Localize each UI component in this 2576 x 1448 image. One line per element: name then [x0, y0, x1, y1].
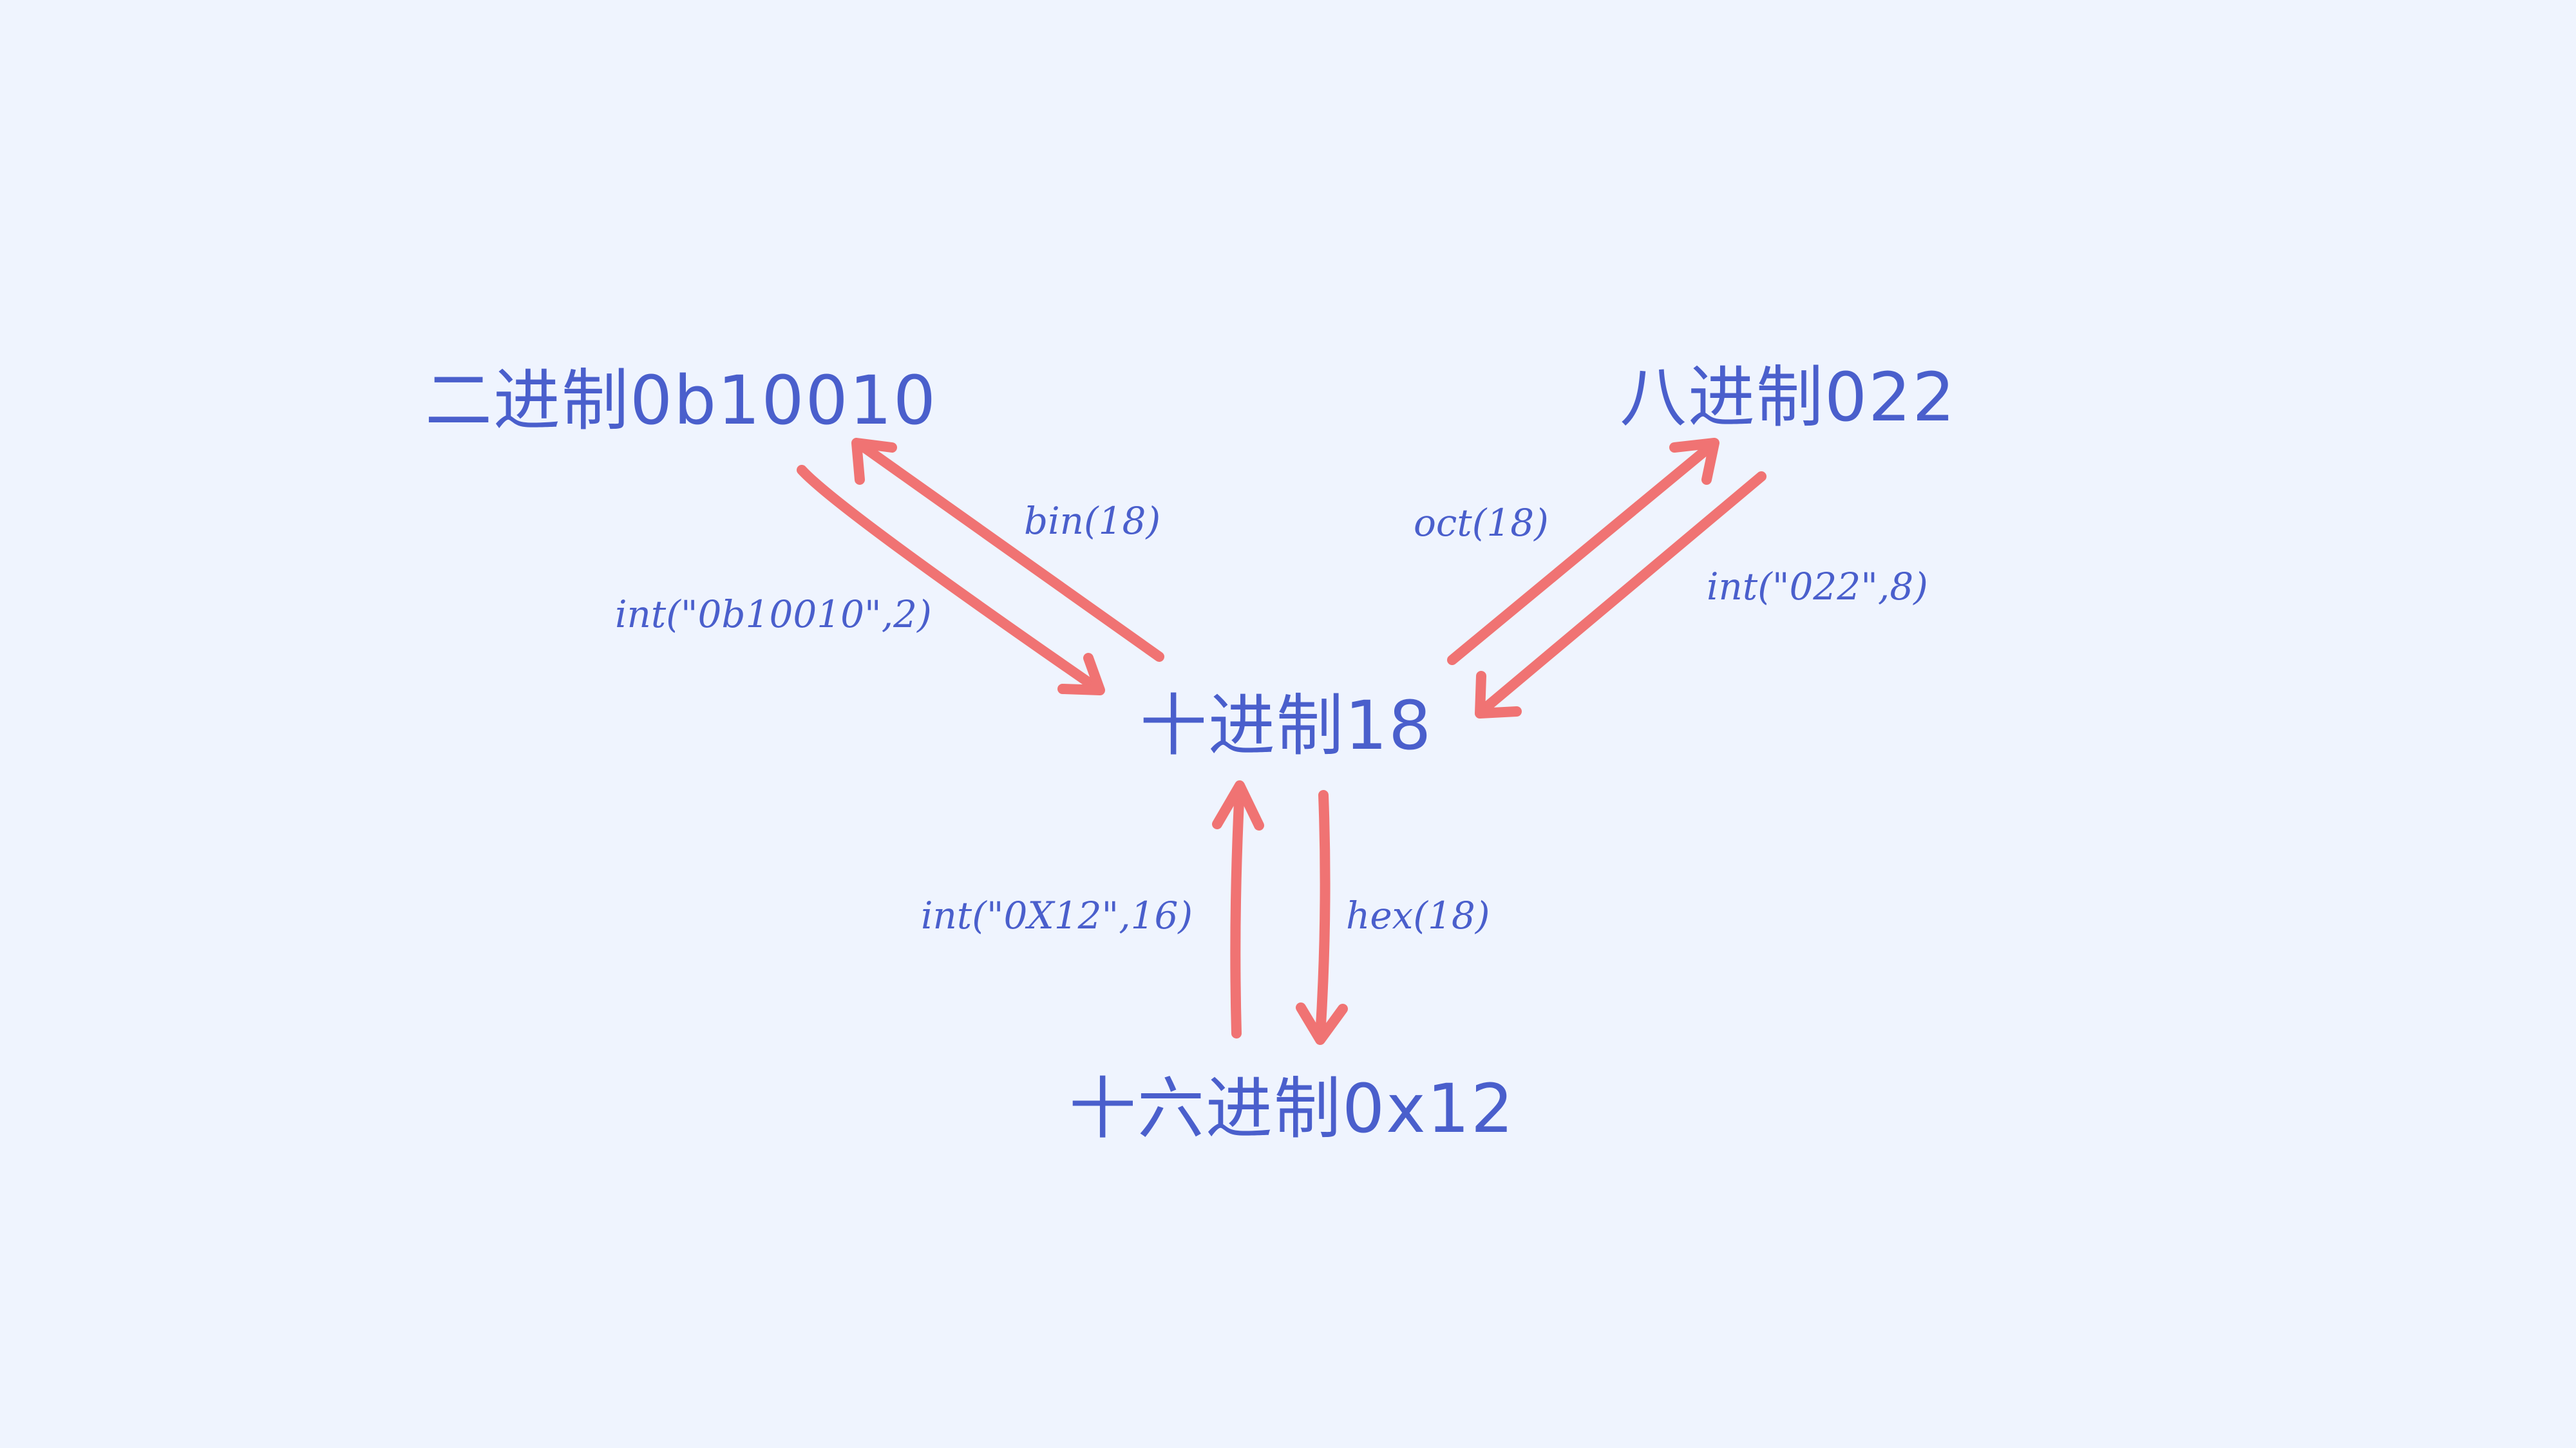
node-octal: 八进制022 — [1620, 358, 1956, 437]
label-binary-to-decimal: int("0b10010",2) — [615, 592, 932, 636]
label-decimal-to-hex: hex(18) — [1346, 894, 1490, 937]
arrow-octal-to-decimal — [1476, 471, 1766, 717]
arrowhead-octal-to-decimal — [1475, 671, 1522, 719]
arrow-hex-to-decimal — [1230, 784, 1245, 1039]
arrowhead-binary-to-decimal — [1057, 653, 1105, 695]
label-octal-to-decimal: int("022",8) — [1707, 565, 1928, 608]
arrow-decimal-to-binary — [855, 439, 1164, 662]
arrow-decimal-to-octal — [1447, 439, 1718, 665]
label-decimal-to-binary: bin(18) — [1024, 499, 1161, 543]
arrowhead-decimal-to-octal — [1669, 438, 1719, 485]
label-hex-to-decimal: int("0X12",16) — [921, 894, 1193, 937]
node-binary: 二进制0b10010 — [425, 361, 938, 440]
node-hexadecimal: 十六进制0x12 — [1069, 1069, 1515, 1148]
arrowhead-decimal-to-binary — [851, 438, 897, 485]
arrow-decimal-to-hex — [1315, 790, 1331, 1042]
arrow-binary-to-decimal — [797, 465, 1103, 694]
node-decimal: 十进制18 — [1140, 686, 1433, 765]
label-decimal-to-octal: oct(18) — [1414, 501, 1549, 545]
arrowhead-hex-to-decimal — [1212, 780, 1264, 831]
arrowhead-decimal-to-hex — [1296, 1002, 1348, 1045]
